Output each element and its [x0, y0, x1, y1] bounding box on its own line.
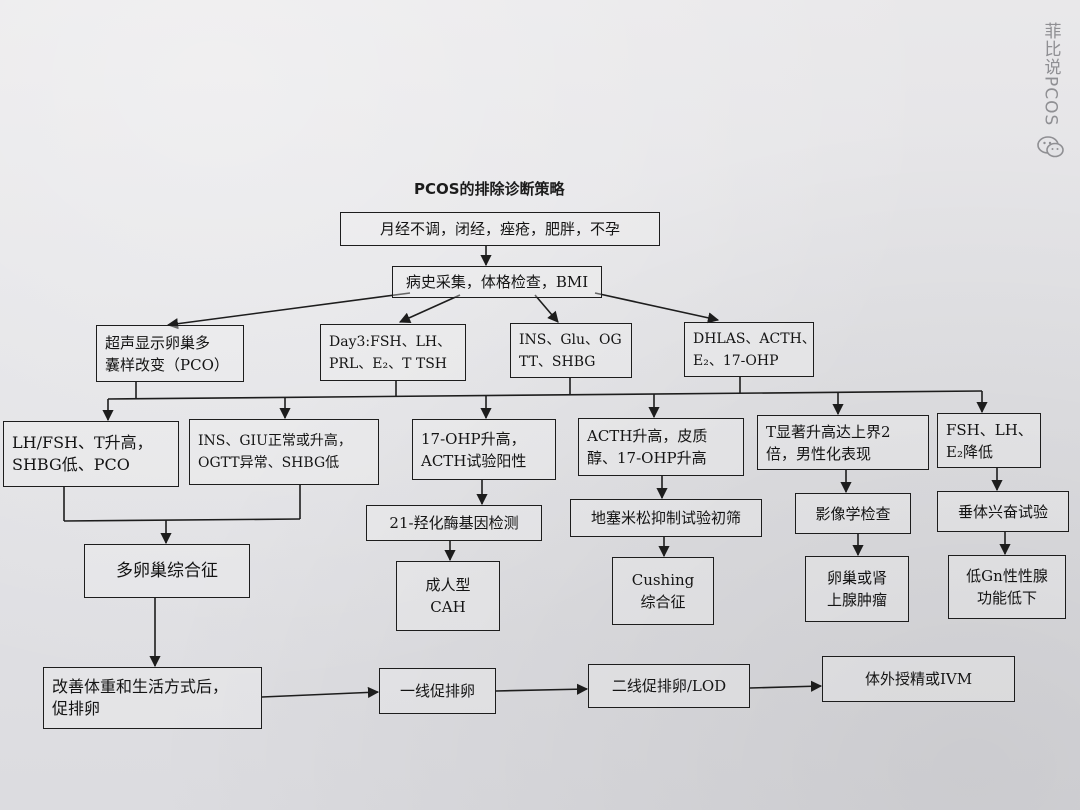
node-fshlow: FSH、LH、 E₂降低 — [937, 413, 1041, 468]
node-ohp: 17-OHP升高， ACTH试验阳性 — [412, 419, 556, 480]
arrow-history-ultrasound — [166, 292, 411, 330]
node-dex: 地塞米松抑制试验初筛 — [570, 499, 762, 537]
node-gene: 21-羟化酶基因检测 — [366, 505, 542, 541]
node-imaging: 影像学检查 — [795, 493, 911, 534]
node-firstline: 一线促排卵 — [379, 668, 496, 714]
node-pituitary: 垂体兴奋试验 — [937, 491, 1069, 532]
node-insglu: INS、GIU正常或升高， OGTT异常、SHBG低 — [189, 419, 379, 485]
node-tsig: T显著升高达上界2 倍，男性化表现 — [757, 415, 929, 470]
node-cah: 成人型 CAH — [396, 561, 500, 631]
arrow-history-dhlas — [594, 292, 720, 324]
arrow-history-ins — [534, 294, 559, 323]
node-dhlas: DHLAS、ACTH、 E₂、17-OHP — [684, 322, 816, 377]
node-ivf: 体外授精或IVM — [822, 656, 1015, 702]
node-lhfsh: LH/FSH、T升高， SHBG低、PCO — [3, 421, 179, 487]
wechat-logo-icon — [1037, 136, 1064, 158]
node-pcos: 多卵巢综合征 — [84, 544, 250, 598]
line-merge — [63, 518, 301, 522]
node-cushing: Cushing 综合征 — [612, 557, 714, 625]
arrow-lifestyle-firstline — [261, 686, 380, 699]
node-tumor: 卵巢或肾 上腺肿瘤 — [805, 556, 909, 622]
diagram-title: PCOS的排除诊断策略 — [414, 180, 565, 198]
bus-horizontal — [107, 390, 983, 400]
watermark: 菲比说PCOS — [1036, 22, 1066, 160]
node-lifestyle: 改善体重和生活方式后， 促排卵 — [43, 667, 262, 729]
watermark-text: 菲比说PCOS — [1040, 22, 1061, 127]
node-ins: INS、Glu、OG TT、SHBG — [510, 323, 632, 378]
node-symptoms: 月经不调，闭经，痤疮，肥胖，不孕 — [340, 212, 660, 246]
node-day3: Day3:FSH、LH、 PRL、E₂、T TSH — [320, 324, 466, 381]
node-secondline: 二线促排卵/LOD — [588, 664, 750, 708]
node-acth: ACTH升高，皮质 醇、17-OHP升高 — [578, 418, 744, 476]
arrow-history-day3 — [398, 294, 461, 323]
node-hypogonad: 低Gn性性腺 功能低下 — [948, 555, 1066, 619]
arrow-firstline-secondline — [495, 683, 589, 695]
node-history: 病史采集，体格检查，BMI — [392, 266, 602, 298]
node-ultrasound: 超声显示卵巢多 囊样改变（PCO） — [96, 325, 244, 382]
arrow-secondline-ivf — [749, 680, 823, 692]
